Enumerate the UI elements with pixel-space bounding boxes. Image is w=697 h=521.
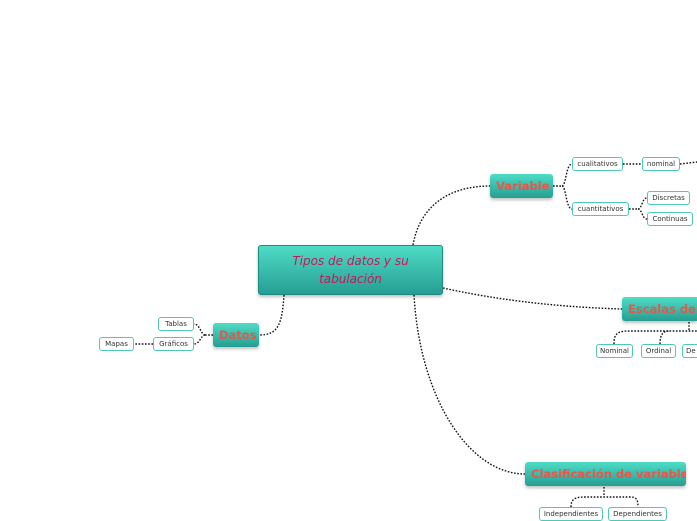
subtopic-escala-ordinal-label: Ordinal (645, 347, 672, 355)
topic-variable-label: Variable (496, 179, 550, 193)
subtopic-escala-ordinal[interactable]: Ordinal (641, 344, 676, 358)
subtopic-cuantitativos-label: cuantitativos (577, 205, 624, 213)
subtopic-escala-nominal-label: Nominal (600, 347, 629, 355)
topic-datos[interactable]: Datos (213, 323, 259, 347)
subtopic-escala-de-label: De (686, 347, 696, 355)
central-topic[interactable]: Tipos de datos y su tabulación (258, 245, 443, 295)
link-escalas-fork (613, 322, 697, 345)
subtopic-dependientes-label: Dependientes (613, 510, 662, 518)
link-variable-fork (553, 163, 573, 210)
link-central-datos (258, 294, 285, 336)
topic-clasificacion-label: Clasificación de variables (531, 467, 686, 481)
link-nominal-offscreen (679, 161, 697, 165)
link-central-clasificacion (413, 294, 526, 475)
topic-escalas-label: Escalas de v (628, 302, 697, 316)
subtopic-mapas-label: Mapas (105, 340, 128, 348)
subtopic-cualitativos-label: cualitativos (577, 160, 618, 168)
topic-datos-label: Datos (219, 328, 257, 342)
subtopic-tablas-label: Tablas (165, 320, 187, 328)
topic-clasificacion[interactable]: Clasificación de variables (525, 462, 686, 486)
subtopic-continuas[interactable]: Continuas (647, 212, 693, 226)
subtopic-independientes[interactable]: Independientes (539, 507, 603, 521)
topic-variable[interactable]: Variable (490, 174, 553, 198)
topic-escalas[interactable]: Escalas de v (622, 297, 697, 321)
subtopic-graficos[interactable]: Gráficos (153, 337, 194, 351)
subtopic-discretas[interactable]: Discretas (647, 191, 690, 205)
subtopic-nominal-label: nominal (646, 160, 676, 168)
subtopic-independientes-label: Independientes (543, 510, 599, 518)
link-clasificacion-fork (570, 487, 639, 508)
subtopic-continuas-label: Continuas (652, 215, 688, 223)
subtopic-escala-de[interactable]: De (682, 344, 697, 358)
link-datos-fork (193, 323, 213, 345)
subtopic-nominal[interactable]: nominal (642, 157, 680, 171)
subtopic-tablas[interactable]: Tablas (158, 317, 194, 331)
subtopic-discretas-label: Discretas (652, 194, 685, 202)
subtopic-escala-nominal[interactable]: Nominal (596, 344, 633, 358)
subtopic-dependientes[interactable]: Dependientes (608, 507, 667, 521)
subtopic-cuantitativos[interactable]: cuantitativos (572, 202, 629, 216)
subtopic-mapas[interactable]: Mapas (99, 337, 134, 351)
central-topic-label: Tipos de datos y su tabulación (292, 254, 409, 286)
subtopic-graficos-label: Gráficos (159, 340, 188, 348)
link-central-variable (412, 185, 491, 246)
link-central-escalas (442, 287, 623, 310)
link-cuantitativos-fork (629, 197, 648, 220)
subtopic-cualitativos[interactable]: cualitativos (572, 157, 623, 171)
